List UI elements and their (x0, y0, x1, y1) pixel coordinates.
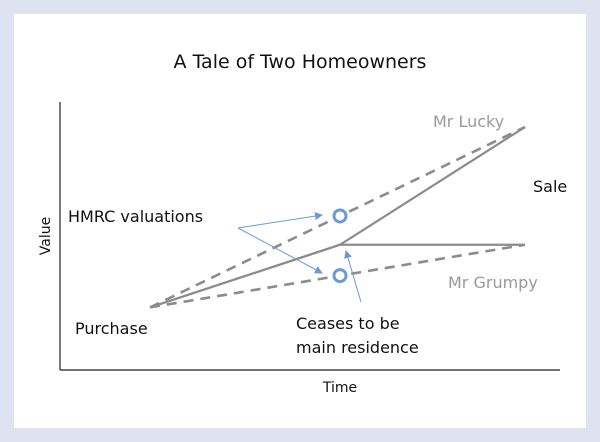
diagram-panel (14, 14, 586, 428)
valuation-point-1 (332, 268, 348, 284)
y-axis-label: Value (38, 217, 54, 255)
label-mr-grumpy: Mr Grumpy (448, 273, 538, 292)
x-axis-label: Time (322, 380, 357, 396)
chart-title: A Tale of Two Homeowners (174, 51, 427, 73)
arrow-to-kink (344, 250, 362, 303)
series-line-mr-grumpy (149, 243, 525, 309)
label-hmrc-valuations: HMRC valuations (68, 207, 203, 226)
label-sale: Sale (533, 177, 567, 196)
label-ceases-line1: Ceases to be (296, 314, 400, 333)
arrow-to-lucky-valuation (237, 212, 323, 229)
valuation-point-0 (332, 208, 348, 224)
label-purchase: Purchase (75, 319, 148, 338)
label-mr-lucky: Mr Lucky (433, 112, 504, 131)
label-ceases-line2: main residence (296, 338, 419, 357)
arrow-to-grumpy-valuation (237, 227, 323, 274)
